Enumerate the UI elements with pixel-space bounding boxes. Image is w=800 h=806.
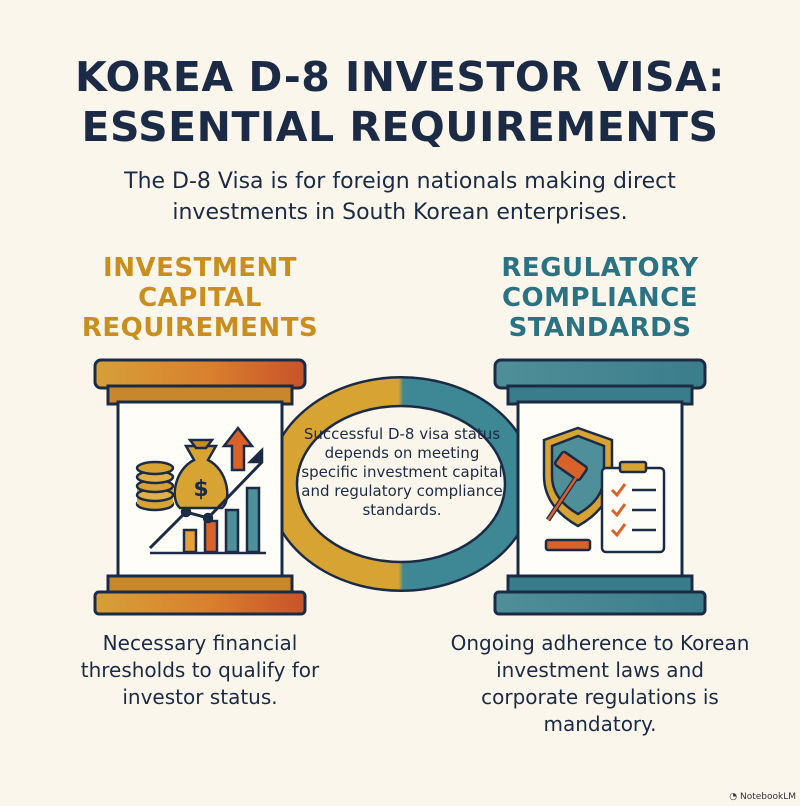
title-line-1: KOREA D-8 INVESTOR VISA: xyxy=(75,53,725,101)
left-pillar-heading: INVESTMENT CAPITAL REQUIREMENTS xyxy=(81,253,319,343)
notebooklm-logo-icon: ◔ xyxy=(729,792,738,802)
left-pillar-caption: Necessary financial thresholds to qualif… xyxy=(80,631,320,709)
shield-gavel-checklist-icon xyxy=(542,426,666,554)
center-connection-text: Successful D-8 visa status depends on me… xyxy=(301,425,503,519)
page-title: KOREA D-8 INVESTOR VISA: ESSENTIAL REQUI… xyxy=(0,52,800,152)
badge-label: NotebookLM xyxy=(739,792,796,802)
title-line-2: ESSENTIAL REQUIREMENTS xyxy=(81,103,719,151)
subtitle: The D-8 Visa is for foreign nationals ma… xyxy=(124,169,676,225)
right-pillar-heading: REGULATORY COMPLIANCE STANDARDS xyxy=(501,253,699,343)
right-pillar-caption: Ongoing adherence to Korean investment l… xyxy=(450,631,750,736)
notebooklm-badge: ◔ NotebookLM xyxy=(729,792,796,802)
svg-text:$: $ xyxy=(193,477,208,502)
money-bag-growth-chart-icon: $ xyxy=(135,425,266,555)
